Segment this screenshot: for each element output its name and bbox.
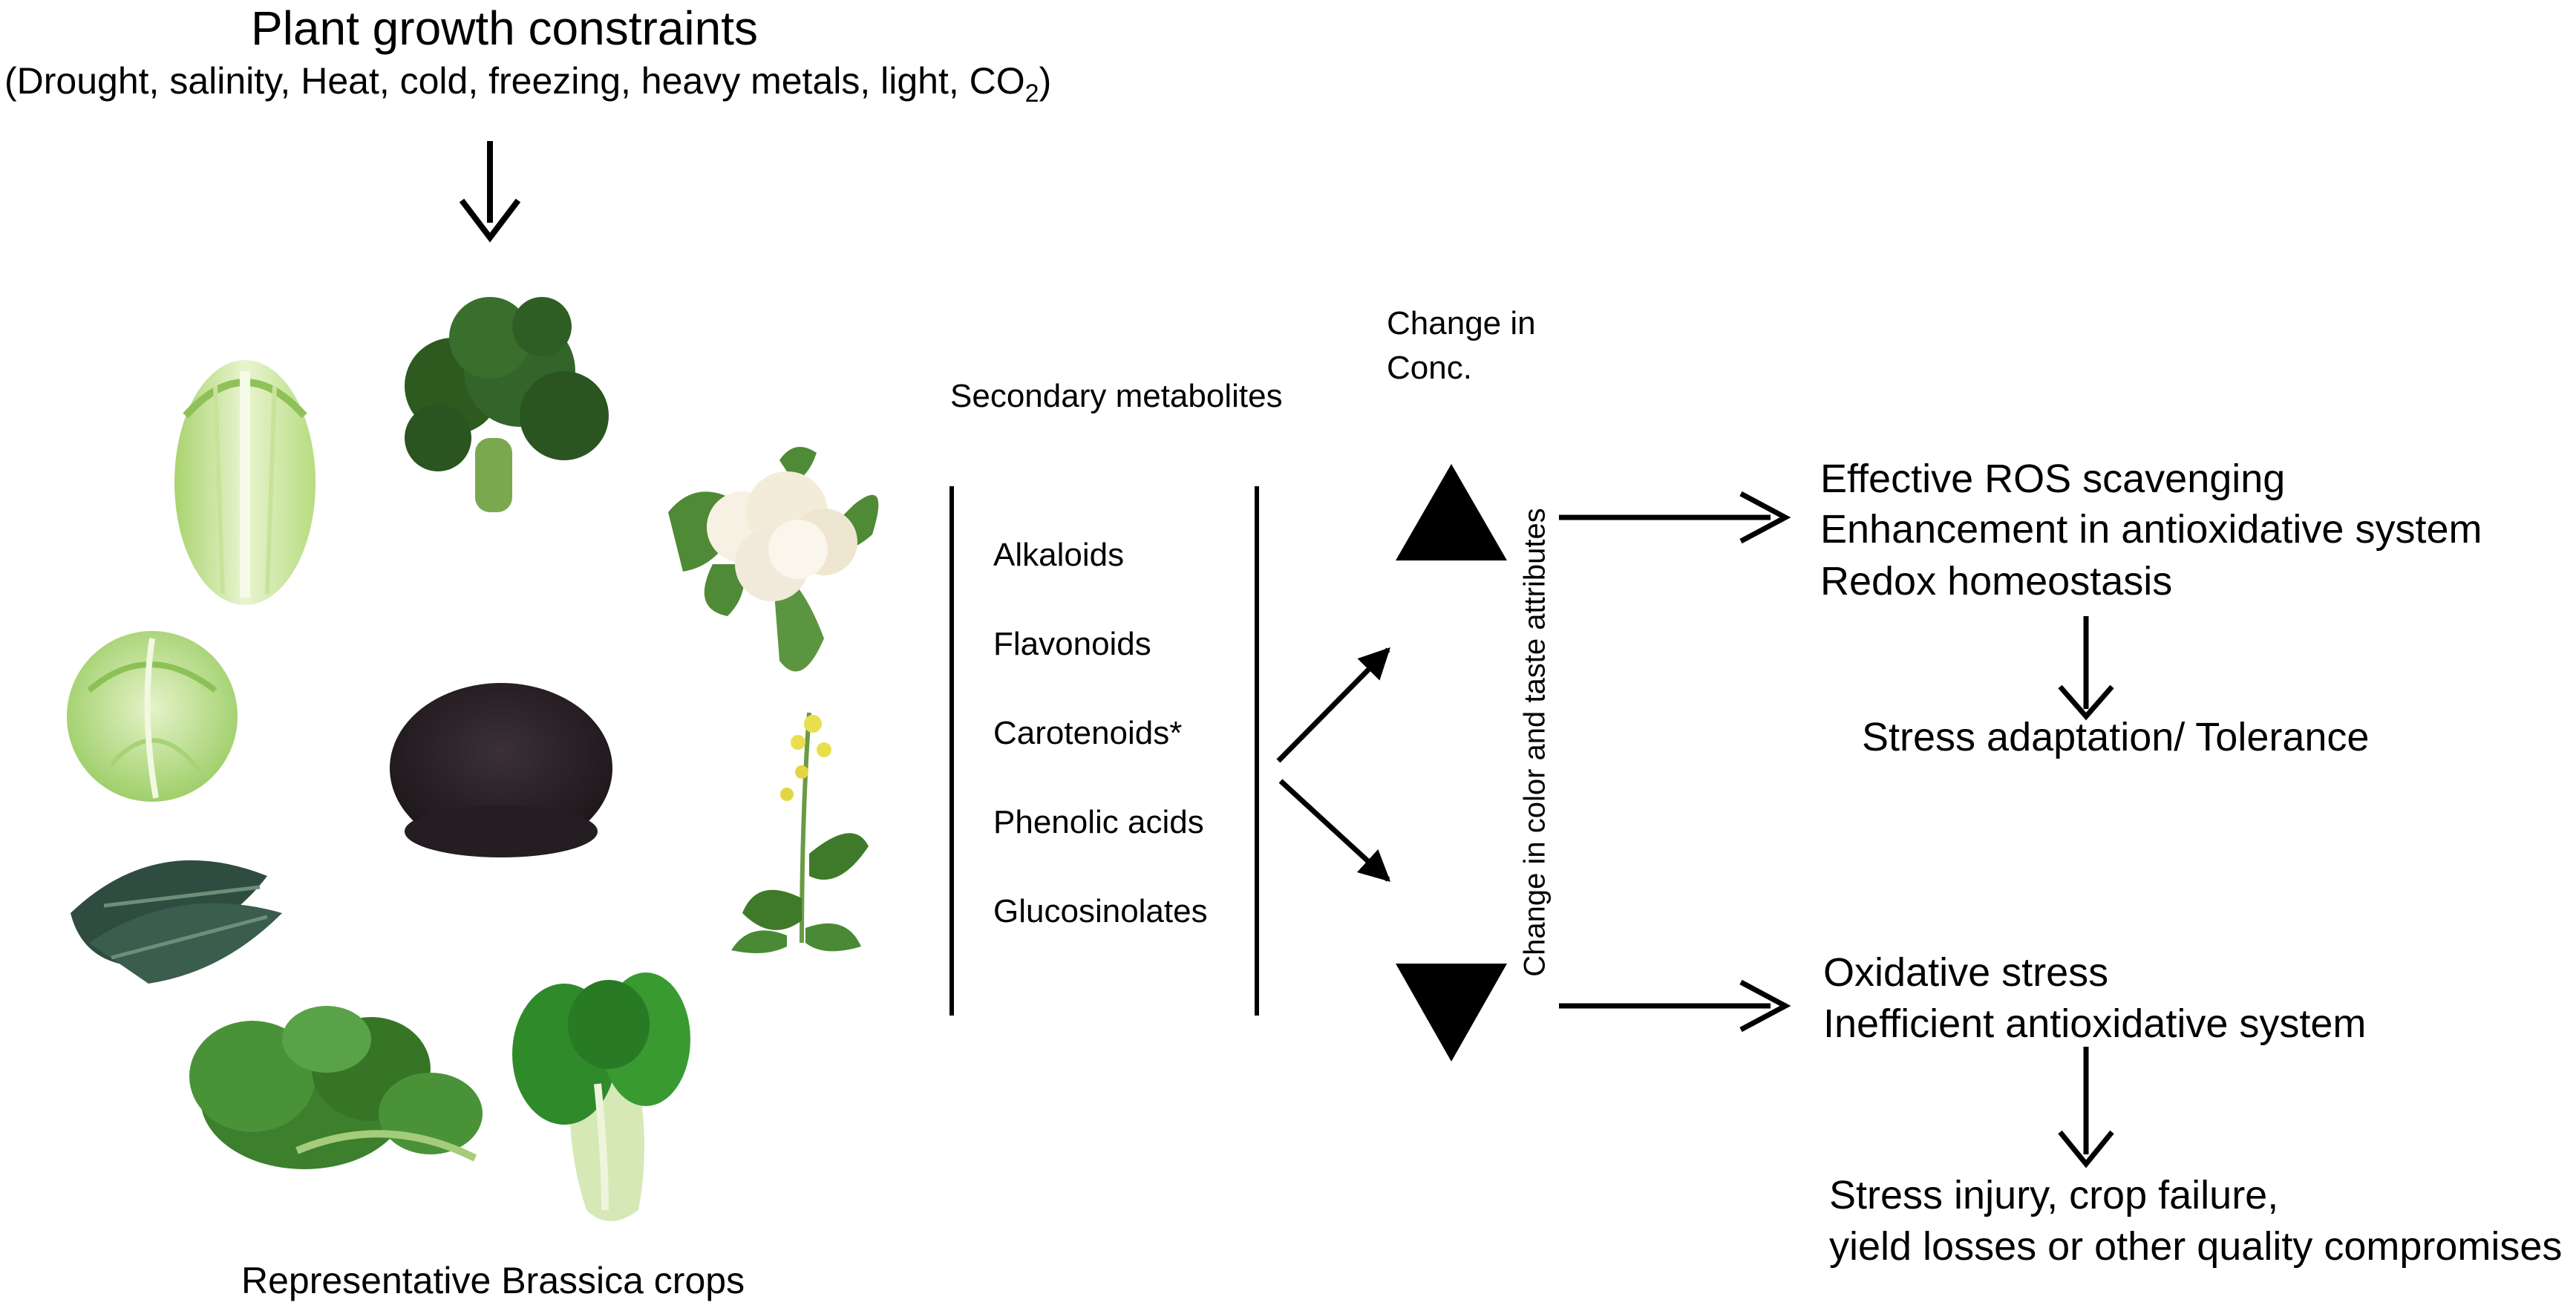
decrease-outcome-1: Oxidative stress [1823, 950, 2109, 995]
metabolite-item: Carotenoids* [993, 715, 1183, 751]
mustard-seeds-image [390, 683, 612, 857]
bok-choy-image [512, 972, 690, 1221]
conc-header-line2: Conc. [1387, 350, 1472, 386]
color-taste-vertical-label: Change in color and taste attributes [1518, 508, 1552, 977]
curly-kale-image [189, 1006, 483, 1169]
conc-header-line1: Change in [1387, 305, 1536, 341]
injury-down-arrow [2058, 1047, 2114, 1168]
constraints-suffix: ) [1039, 60, 1052, 102]
tolerance-result: Stress adaptation/ Tolerance [1862, 715, 2370, 759]
metabolite-item: Glucosinolates [993, 893, 1208, 929]
increase-outcome-3: Redox homeostasis [1820, 559, 2173, 604]
decrease-triangle [1396, 964, 1507, 1062]
increase-outcome-arrow [1559, 491, 1791, 544]
constraints-subscript: 2 [1024, 79, 1039, 108]
injury-result-line1: Stress injury, crop failure, [1829, 1173, 2279, 1217]
injury-result-line2: yield losses or other quality compromise… [1829, 1224, 2563, 1269]
branch-up-arrow [1276, 647, 1390, 763]
metabolite-item: Alkaloids [993, 537, 1125, 573]
rapeseed-plant-image [731, 712, 869, 953]
crops-caption: Representative Brassica crops [241, 1260, 745, 1301]
decrease-outcome-2: Inefficient antioxidative system [1823, 1001, 2367, 1046]
metabolite-item: Phenolic acids [993, 804, 1204, 840]
broccoli-image [405, 297, 609, 512]
constraints-prefix: (Drought, salinity, Heat, cold, freezing… [4, 60, 1025, 102]
chinese-cabbage-image [174, 360, 316, 605]
increase-outcome-2: Enhancement in antioxidative system [1820, 507, 2482, 552]
metabolites-header: Secondary metabolites [950, 378, 1283, 414]
increase-outcome-1: Effective ROS scavenging [1820, 457, 2286, 501]
tolerance-down-arrow [2058, 616, 2114, 721]
diagram-title: Plant growth constraints [251, 1, 758, 55]
cabbage-image [67, 631, 238, 802]
increase-triangle [1396, 464, 1507, 560]
constraints-down-arrow [459, 141, 521, 243]
metabolite-item: Flavonoids [993, 626, 1151, 662]
constraints-list: (Drought, salinity, Heat, cold, freezing… [4, 62, 1051, 106]
cauliflower-image [668, 447, 879, 672]
lacinato-kale-image [71, 860, 282, 984]
branch-down-arrow [1278, 779, 1391, 882]
decrease-outcome-arrow [1559, 979, 1791, 1033]
